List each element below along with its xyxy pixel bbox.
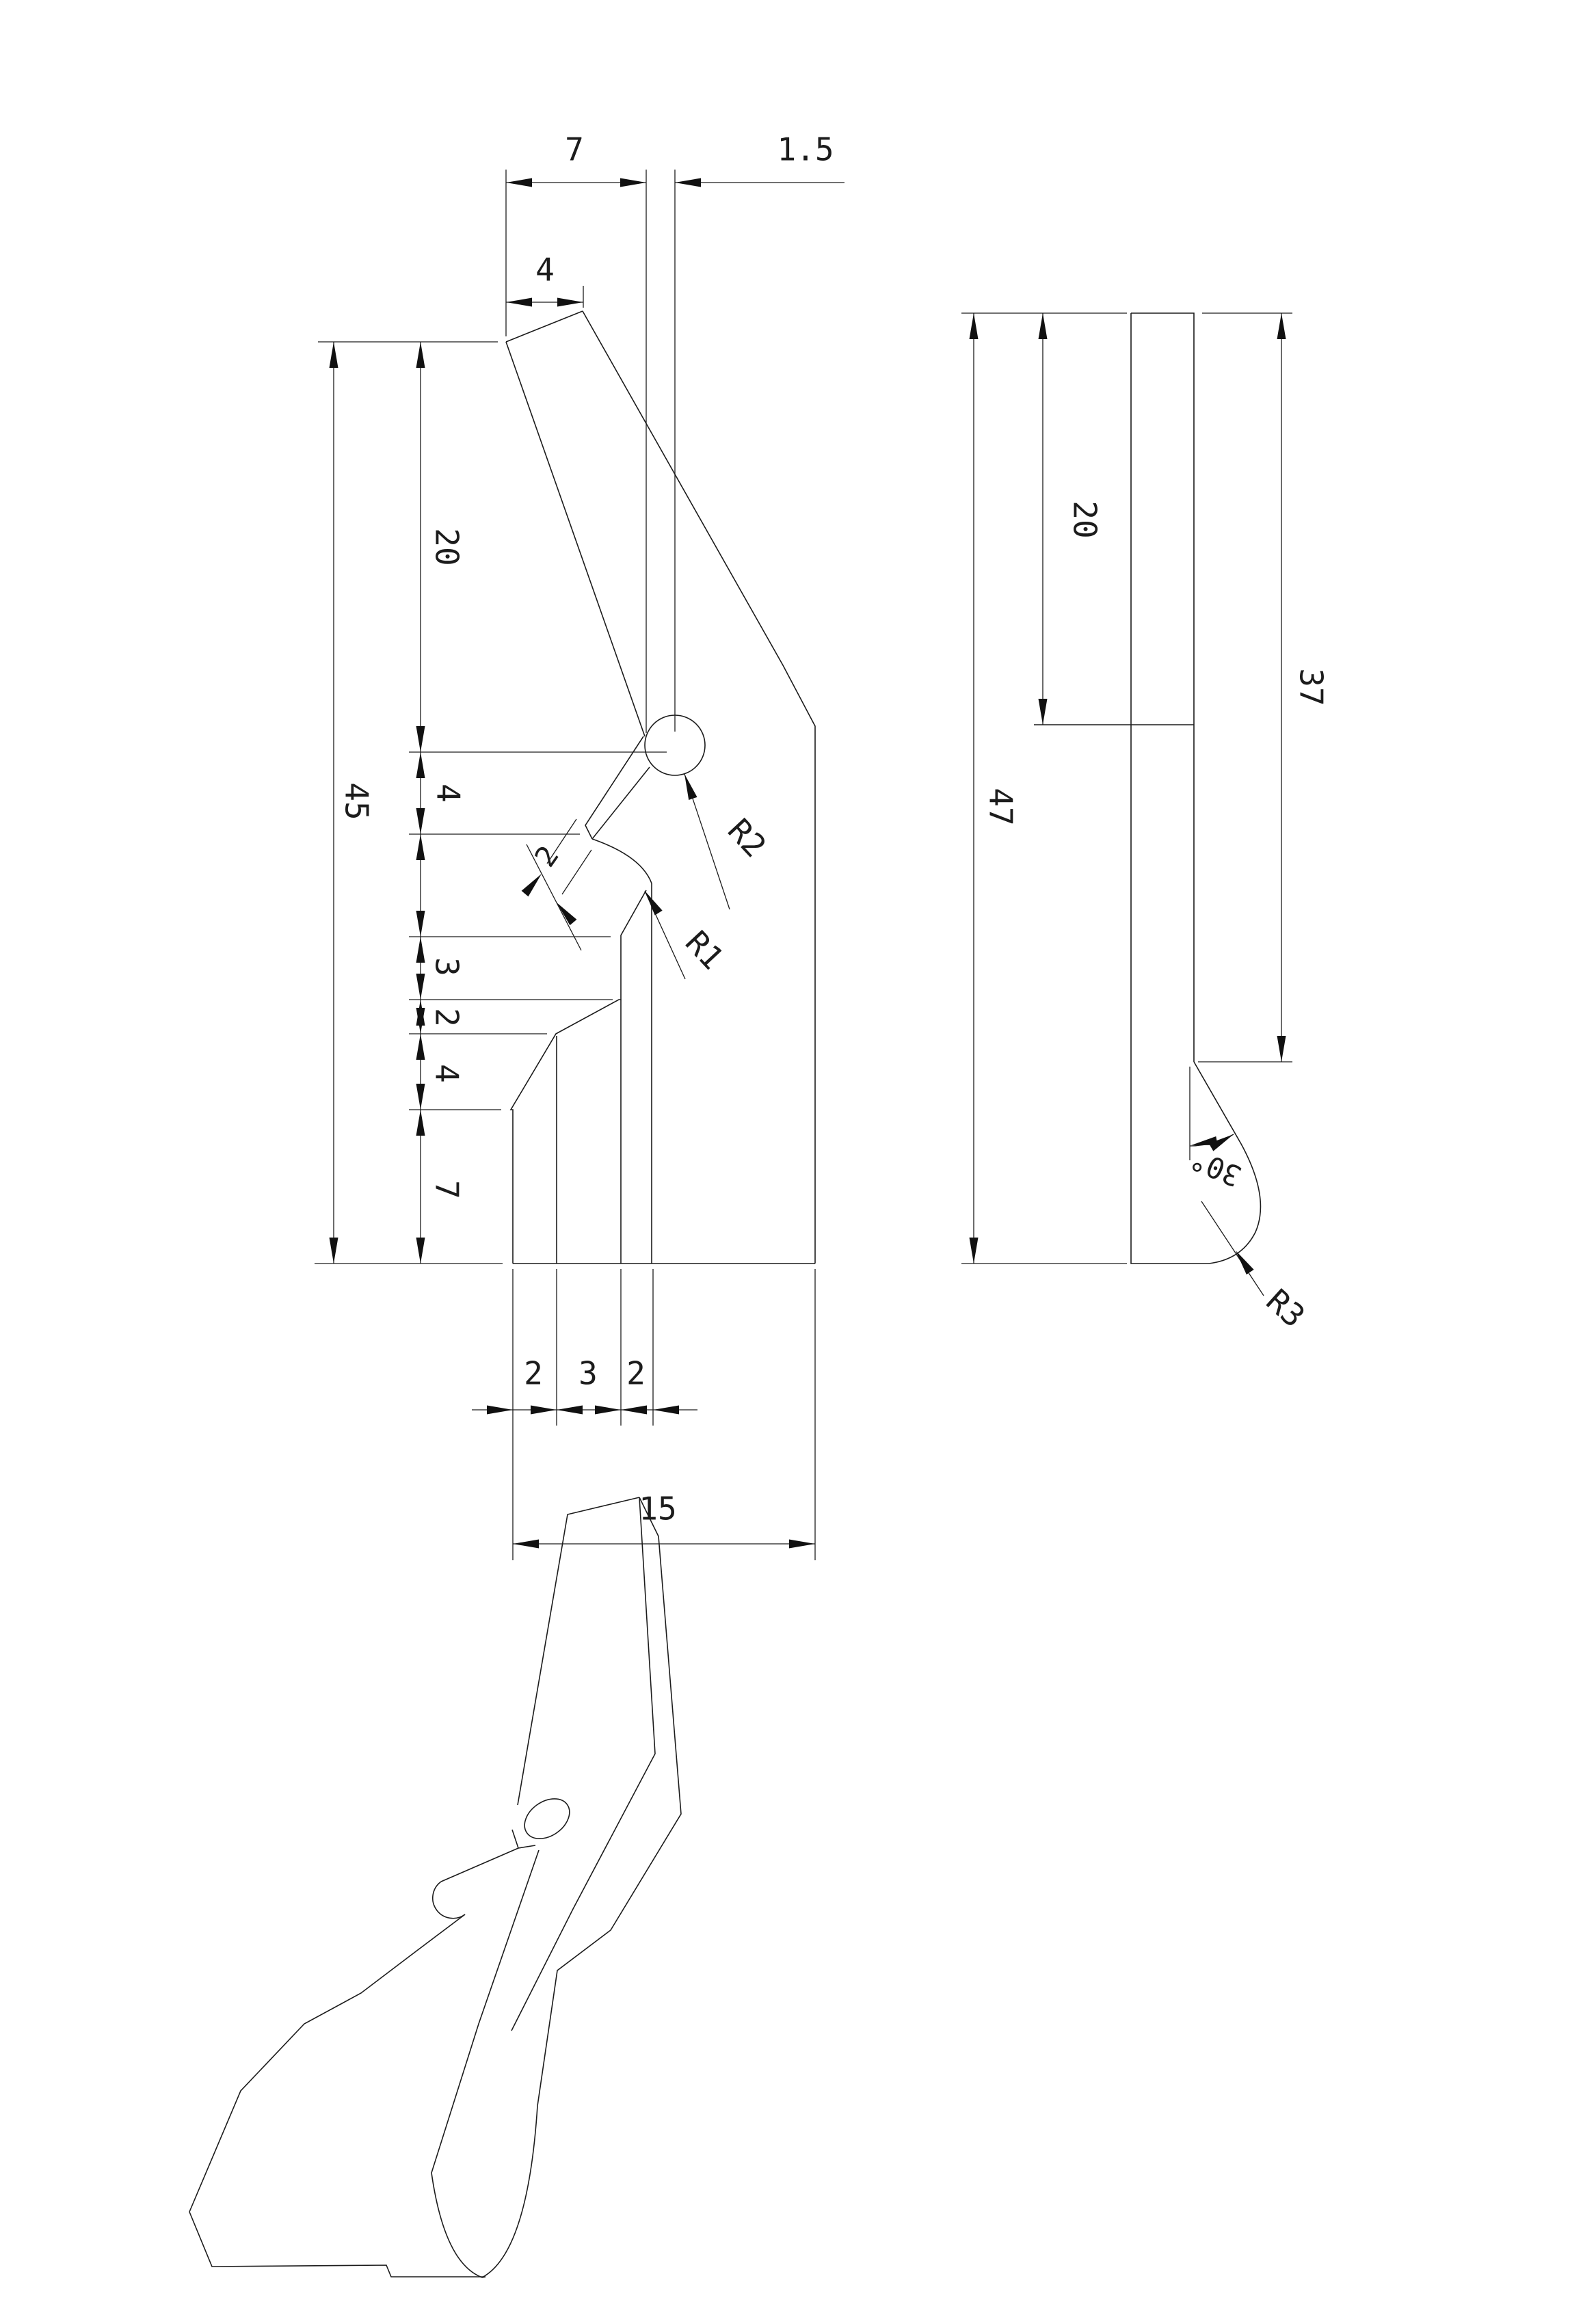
dim-label-45: 45 — [338, 782, 375, 820]
chamfer-r3-edge — [1193, 1061, 1262, 1264]
front-outline — [505, 310, 816, 1264]
dim-label-4-mid: 4 — [430, 784, 467, 803]
dim-label-r2: R2 — [721, 812, 773, 864]
side-dimension-lines — [961, 312, 1292, 1296]
front-view: 7 1.5 4 45 20 4 3 2 4 7 2 R2 R1 2 3 2 15 — [315, 131, 844, 1560]
dim-label-7-top: 7 — [565, 131, 584, 168]
dim-label-1-5: 1.5 — [777, 131, 834, 168]
front-arrowheads — [329, 178, 815, 1549]
isometric-view — [189, 1497, 682, 2278]
dim-label-47: 47 — [983, 788, 1020, 825]
side-dimension-labels: 47 20 37 30° R3 — [983, 500, 1330, 1335]
dim-label-20: 20 — [429, 528, 466, 565]
r3-leader — [1201, 1201, 1264, 1296]
fillet-r1 — [591, 838, 652, 884]
dim-label-7-low: 7 — [429, 1180, 466, 1199]
front-dimension-labels: 7 1.5 4 45 20 4 3 2 4 7 2 R2 R1 2 3 2 15 — [338, 131, 834, 1527]
front-dimension-lines — [315, 170, 844, 1560]
dim-label-2: 2 — [429, 1008, 466, 1027]
dim-label-3-bottom: 3 — [578, 1355, 598, 1392]
iso-hole-ellipse — [524, 1798, 570, 1839]
iso-wireframe — [189, 1497, 682, 2278]
dim-label-20-side: 20 — [1067, 500, 1104, 538]
dim-label-30deg: 30° — [1185, 1142, 1246, 1193]
dim-label-2-bottom-b: 2 — [626, 1355, 646, 1392]
dim-label-4-low: 4 — [429, 1064, 466, 1083]
dim-label-2-bottom-a: 2 — [524, 1355, 543, 1392]
dim-label-r3: R3 — [1260, 1282, 1312, 1335]
side-outline — [1034, 312, 1262, 1264]
side-view: 47 20 37 30° R3 — [961, 312, 1330, 1335]
dim-label-37: 37 — [1293, 668, 1330, 706]
dim-label-r1: R1 — [678, 924, 731, 976]
iso-fillet-bump — [432, 1881, 466, 1919]
dim-label-4-top: 4 — [535, 252, 555, 289]
dim-label-3: 3 — [429, 957, 466, 976]
